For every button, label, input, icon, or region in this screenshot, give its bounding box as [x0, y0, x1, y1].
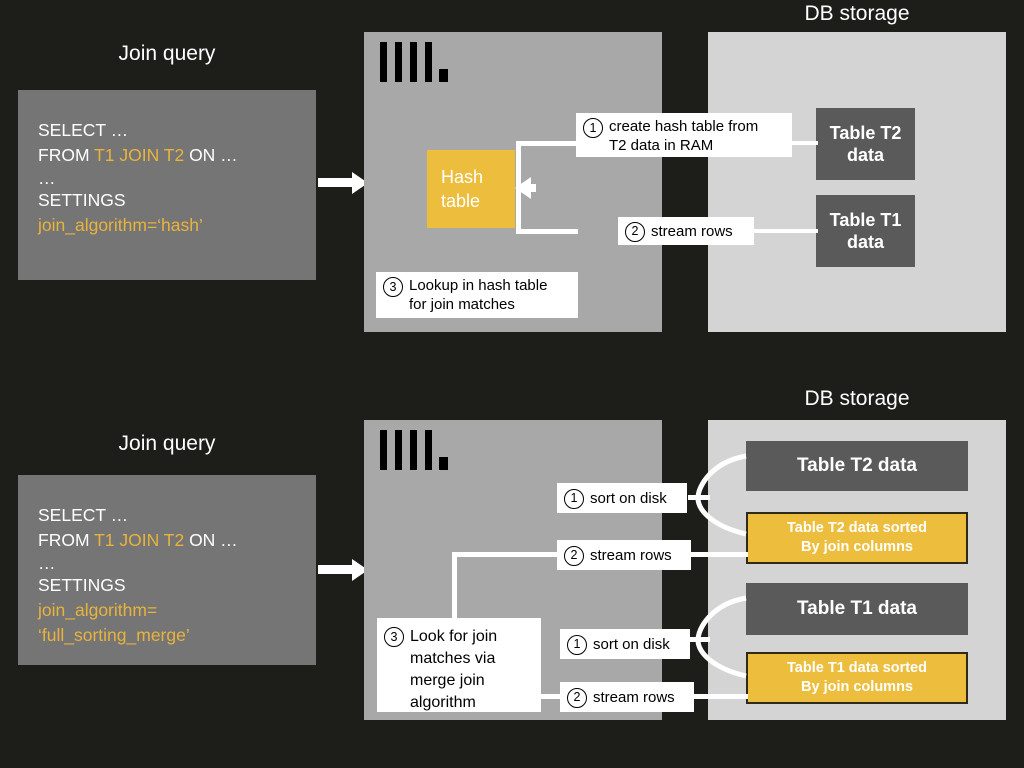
- hash-bracket-top-horizontal: [516, 141, 582, 146]
- callout-text: create hash table from T2 data in RAM: [609, 118, 759, 154]
- callout-sort-on-disk-t1: 1 sort on disk: [560, 629, 690, 659]
- step-number-badge: 2: [564, 545, 584, 566]
- arrow-left-icon: [515, 176, 531, 199]
- merge-stream-top-horizontal: [452, 552, 560, 557]
- callout-text: sort on disk: [590, 489, 667, 507]
- query-line-select: SELECT …: [38, 505, 129, 525]
- query-line-settings: SETTINGS: [38, 190, 126, 210]
- hash-bracket-bottom-horizontal: [516, 229, 578, 234]
- hash-table-tile: Hash table: [427, 150, 515, 228]
- hash-join-query-box: SELECT … FROM T1 JOIN T2 ON … … SETTINGS…: [18, 90, 316, 280]
- query-line-ellipsis: …: [38, 553, 56, 573]
- callout-text: Lookup in hash table for join matches: [409, 277, 548, 313]
- callout-text: stream rows: [590, 546, 672, 564]
- t2-tile-connector-line: [786, 141, 818, 145]
- query-line-from: FROM T1 JOIN T2 ON …: [38, 530, 238, 550]
- callout-text: Look for join matches via merge join alg…: [410, 628, 498, 711]
- step-number-badge: 3: [384, 627, 404, 647]
- clickhouse-logo-icon: [380, 430, 452, 476]
- table-tile-t1-data-unsorted: Table T1 data: [746, 583, 968, 635]
- merge-join-query-code: SELECT … FROM T1 JOIN T2 ON … … SETTINGS…: [38, 503, 238, 648]
- t1-sort-callout-stub: [688, 637, 710, 642]
- query-line-join-algorithm: join_algorithm=‘hash’: [38, 215, 203, 235]
- query-line-from: FROM T1 JOIN T2 ON …: [38, 145, 238, 165]
- join-clause-highlight: T1 JOIN T2: [94, 530, 185, 550]
- step-number-badge: 2: [567, 687, 587, 708]
- merge-join-query-title: Join query: [118, 432, 216, 455]
- step-number-badge: 3: [383, 277, 403, 297]
- callout-stream-rows-t1: 2 stream rows: [560, 682, 694, 712]
- hash-join-storage-title: DB storage: [804, 2, 910, 25]
- hash-join-query-code: SELECT … FROM T1 JOIN T2 ON … … SETTINGS…: [38, 118, 238, 238]
- callout-stream-rows-hash: 2 stream rows: [618, 217, 754, 245]
- callout-create-hash-table: 1 create hash table from T2 data in RAM: [576, 113, 792, 157]
- hash-join-query-title: Join query: [118, 42, 216, 65]
- merge-stream-top-vertical: [452, 552, 457, 622]
- query-line-ellipsis: …: [38, 168, 56, 188]
- table-tile-t1-data-sorted: Table T1 data sorted By join columns: [746, 652, 968, 704]
- callout-sort-on-disk-t2: 1 sort on disk: [557, 483, 687, 513]
- query-line-join-algorithm-value: ‘full_sorting_merge’: [38, 625, 190, 645]
- clickhouse-logo-icon: [380, 42, 452, 88]
- hash-join-storage-panel: [708, 32, 1006, 332]
- callout-text: stream rows: [593, 688, 675, 706]
- join-clause-highlight: T1 JOIN T2: [94, 145, 185, 165]
- table-tile-t2-data-sorted: Table T2 data sorted By join columns: [746, 512, 968, 564]
- query-line-settings: SETTINGS: [38, 575, 126, 595]
- callout-text: stream rows: [651, 222, 733, 240]
- table-tile-t2-data: Table T2 data: [816, 108, 915, 180]
- t1-tile-connector-line: [748, 229, 818, 233]
- step-number-badge: 2: [625, 221, 645, 242]
- callout-text: sort on disk: [593, 635, 670, 653]
- callout-merge-join-lookup: 3 Look for join matches via merge join a…: [377, 618, 541, 712]
- merge-stream-bottom-horizontal: [535, 694, 565, 699]
- step-number-badge: 1: [567, 634, 587, 655]
- hash-join-query-to-server-line: [318, 178, 356, 187]
- merge-join-query-box: SELECT … FROM T1 JOIN T2 ON … … SETTINGS…: [18, 475, 316, 665]
- query-line-select: SELECT …: [38, 120, 129, 140]
- step-number-badge: 1: [583, 118, 603, 138]
- table-tile-t1-data: Table T1 data: [816, 195, 915, 267]
- t2-sort-callout-stub: [688, 495, 710, 500]
- callout-lookup-hash-table: 3 Lookup in hash table for join matches: [376, 272, 578, 318]
- query-line-join-algorithm: join_algorithm=: [38, 600, 158, 620]
- t2-stream-rows-line: [690, 552, 748, 557]
- merge-join-query-to-server-line: [318, 565, 356, 574]
- merge-join-storage-title: DB storage: [804, 387, 910, 410]
- step-number-badge: 1: [564, 488, 584, 509]
- callout-stream-rows-t2: 2 stream rows: [557, 540, 691, 570]
- t1-stream-rows-line: [690, 694, 748, 699]
- table-tile-t2-data-unsorted: Table T2 data: [746, 441, 968, 491]
